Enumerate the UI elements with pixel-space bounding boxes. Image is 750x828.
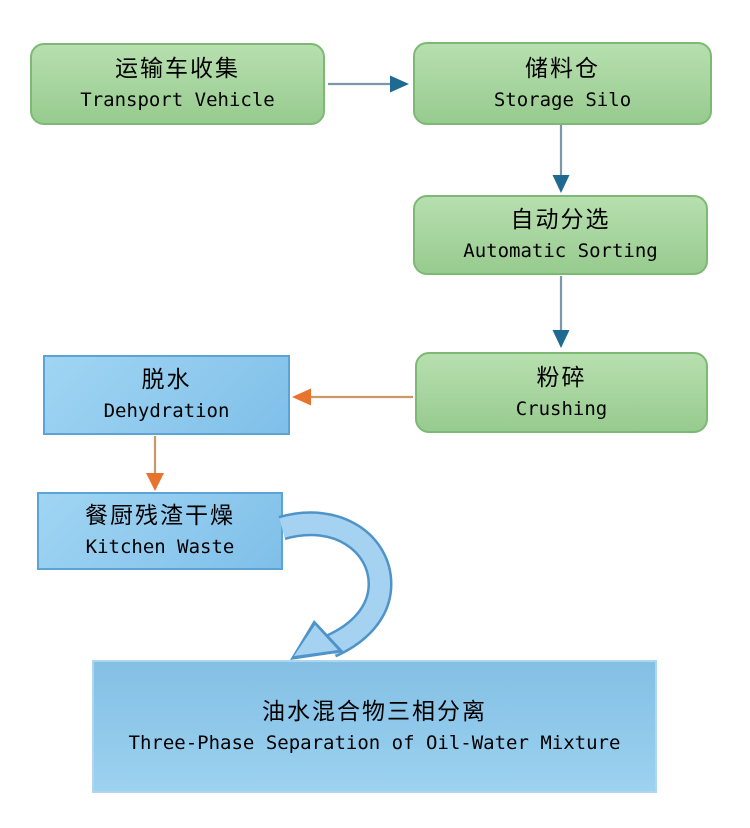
node-dehydration-label-en: Dehydration [103,400,230,422]
node-three-phase-separation: 油水混合物三相分离 Three-Phase Separation of Oil-… [92,660,657,793]
node-crushing-label-cn: 粉碎 [536,364,587,391]
node-kitchen-waste-label-cn: 餐厨残渣干燥 [85,503,235,530]
node-crushing: 粉碎 Crushing [415,352,708,433]
node-kitchen-waste-label-en: Kitchen Waste [85,536,235,558]
arrow-crushing-to-dehydration-icon [292,388,413,406]
arrow-storage-to-sorting-icon [552,125,570,193]
node-dehydration-label-cn: 脱水 [141,367,192,394]
arrow-kitchenwaste-to-separation-icon [278,511,393,660]
node-dehydration: 脱水 Dehydration [43,355,290,435]
node-automatic-sorting-label-en: Automatic Sorting [463,240,658,262]
node-transport-vehicle-label-en: Transport Vehicle [80,89,275,111]
node-storage-silo: 储料仓 Storage Silo [413,42,712,125]
node-kitchen-waste: 餐厨残渣干燥 Kitchen Waste [37,492,283,570]
node-storage-silo-label-en: Storage Silo [493,88,632,111]
arrow-dehydration-to-kitchenwaste-icon [146,436,164,491]
node-automatic-sorting: 自动分选 Automatic Sorting [413,195,708,275]
node-crushing-label-en: Crushing [515,397,608,420]
arrow-transport-to-storage-icon [328,75,409,93]
arrow-sorting-to-crushing-icon [552,276,570,348]
node-three-phase-separation-label-en: Three-Phase Separation of Oil-Water Mixt… [128,731,621,754]
node-storage-silo-label-cn: 储料仓 [525,55,600,82]
node-three-phase-separation-label-cn: 油水混合物三相分离 [262,698,487,725]
node-transport-vehicle-label-cn: 运输车收集 [115,56,240,83]
node-transport-vehicle: 运输车收集 Transport Vehicle [30,43,325,125]
node-automatic-sorting-label-cn: 自动分选 [510,207,611,234]
